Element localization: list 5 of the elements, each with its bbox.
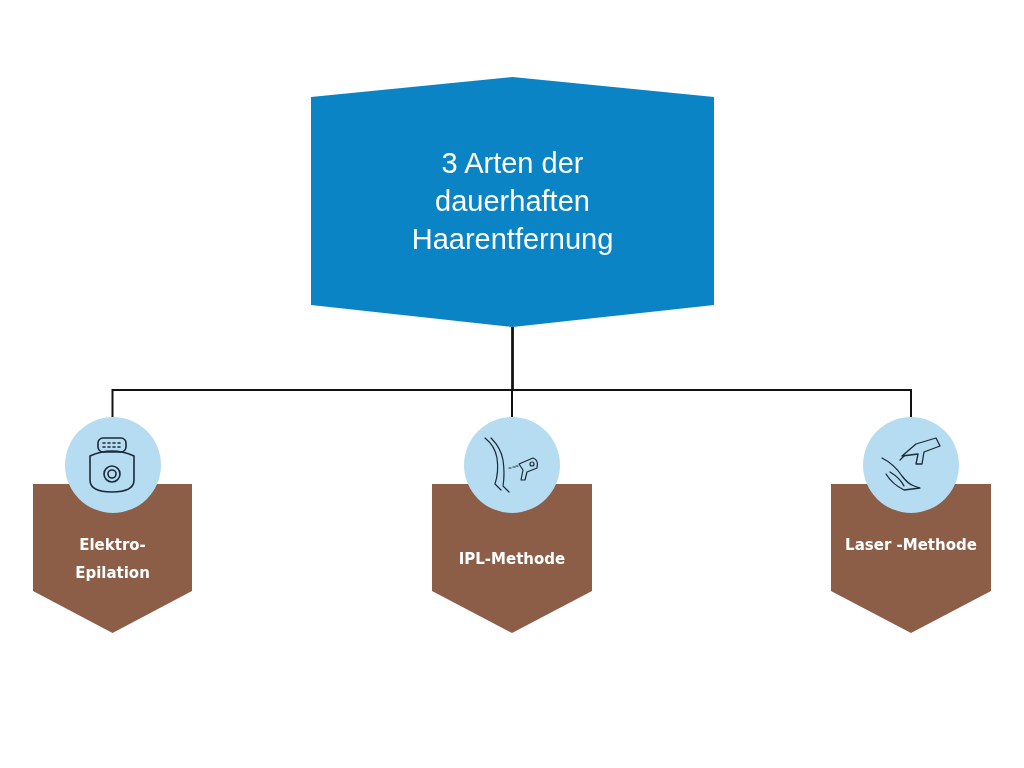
method-label: IPL-Methode	[457, 549, 567, 570]
title-text: 3 Arten der dauerhaften Haarentfernung	[410, 146, 615, 257]
method-label: Laser -Methode	[845, 535, 977, 556]
connector-line	[511, 326, 912, 418]
method-label: Elektro- Epilation	[74, 535, 151, 584]
